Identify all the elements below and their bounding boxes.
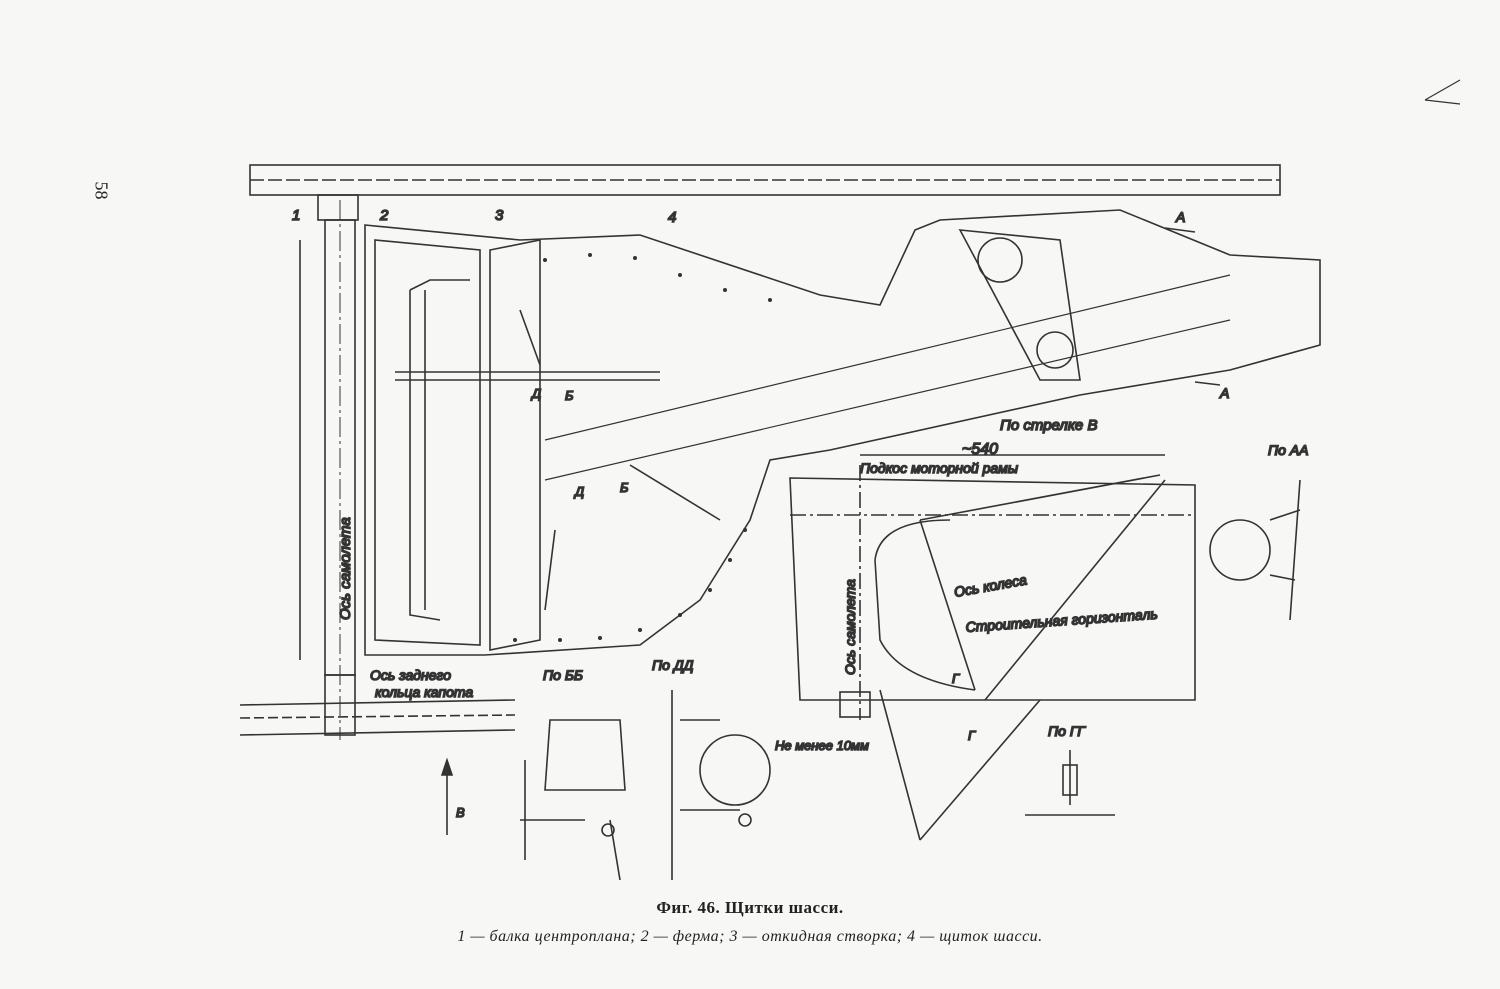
view-gg-section (1025, 750, 1115, 816)
section-d2-label: Д (573, 484, 584, 499)
truss (395, 279, 721, 621)
part-3-label: 3 (495, 207, 504, 224)
view-dd-label: По ДД (652, 657, 694, 673)
wheel-axis-label: Ось колеса (953, 571, 1028, 600)
section-g2-label: Г (968, 728, 976, 743)
section-b1-label: Б (565, 388, 574, 403)
dimension-540-label: ~540 (962, 441, 998, 458)
construction-horizontal-label: Строительная горизонталь (965, 606, 1158, 635)
aircraft-axis-detail-label: Ось самолета (842, 579, 858, 675)
view-aa-label: По АА (1268, 442, 1309, 458)
figure-title: Фиг. 46. Щитки шасси. (656, 898, 844, 917)
arrow-v-label: В (456, 805, 465, 820)
section-b2-label: Б (620, 480, 629, 495)
rear-ring (239, 699, 516, 736)
view-arrow-v-label: По стрелке В (1000, 417, 1097, 434)
min-clearance-label: Не менее 10мм (775, 738, 869, 753)
section-d1-label: Д (530, 386, 541, 401)
view-aa-section (1209, 479, 1301, 621)
motor-frame-strut-label: Подкос моторной рамы (860, 460, 1019, 476)
view-bb-section (520, 719, 626, 881)
vertical-beam (324, 200, 356, 740)
center-section-beam (249, 164, 1281, 221)
part-2-label: 2 (379, 207, 389, 224)
shield-outline (299, 209, 1321, 660)
part-4-label: 4 (668, 209, 676, 226)
section-g1-label: Г (952, 671, 960, 686)
view-bb-label: По ББ (543, 667, 583, 683)
arrow-v-view (789, 454, 1196, 841)
part-1-label: 1 (292, 207, 300, 224)
rear-ring-axis-label-2: кольца капота (375, 684, 473, 700)
rear-ring-axis-label-1: Ось заднего (370, 667, 451, 683)
arrow-v-icon (440, 757, 454, 835)
aircraft-axis-main-label: Ось самолета (337, 517, 354, 620)
section-a-top-label: А (1175, 209, 1185, 225)
view-gg-label: По ГГ (1048, 723, 1086, 739)
section-a-bottom-label: А (1219, 385, 1229, 401)
rivets (513, 253, 772, 642)
view-dd-section (671, 690, 771, 880)
figure-legend: 1 — балка центроплана; 2 — ферма; 3 — от… (457, 928, 1043, 945)
